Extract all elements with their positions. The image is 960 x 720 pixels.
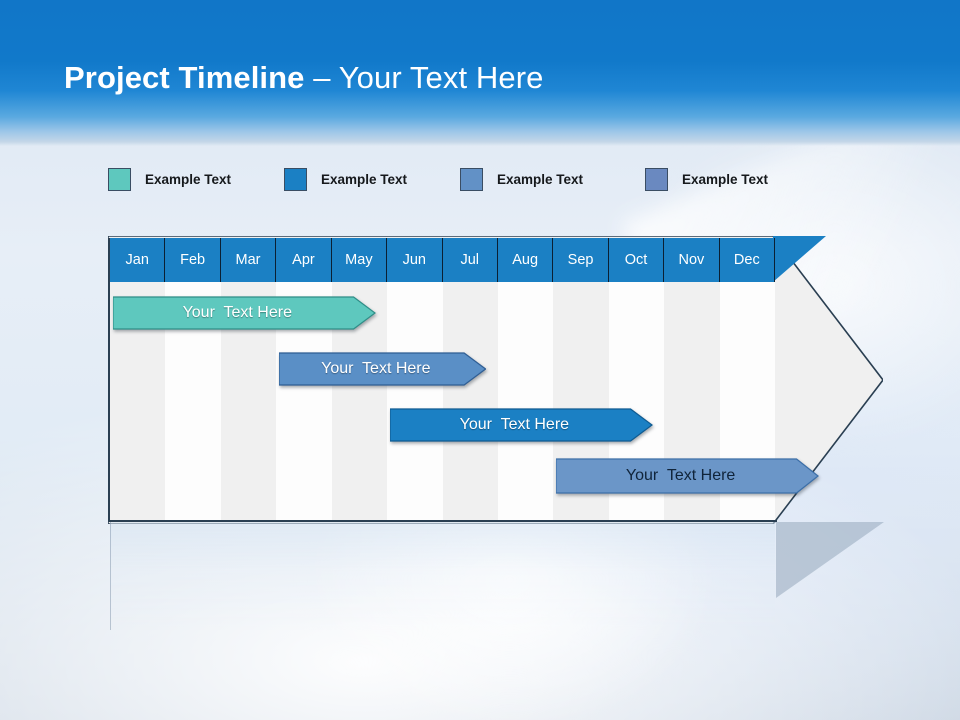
month-header-jul[interactable]: Jul <box>442 238 498 282</box>
legend-label-1: Example Text <box>145 172 232 187</box>
month-header-apr[interactable]: Apr <box>276 238 332 282</box>
month-cell-jun <box>387 282 443 520</box>
month-header-may[interactable]: May <box>331 238 388 282</box>
task-bar-label-3: Your Text Here <box>459 416 570 433</box>
legend-item-2[interactable]: Example Text <box>284 168 407 191</box>
month-column-aug: Aug <box>497 238 554 520</box>
grid-bottom-border <box>108 520 777 522</box>
month-header-mar[interactable]: Mar <box>220 238 277 282</box>
month-header-oct[interactable]: Oct <box>608 238 665 282</box>
task-bar-shape-3 <box>390 408 653 442</box>
slide-reflection <box>110 522 884 630</box>
legend-label-4: Example Text <box>682 172 769 187</box>
task-bar-4[interactable]: Your Text Here <box>556 458 819 494</box>
task-bar-shape-4 <box>556 458 819 494</box>
month-header-nov[interactable]: Nov <box>664 238 720 282</box>
month-header-jan[interactable]: Jan <box>110 238 166 282</box>
task-bar-3[interactable]: Your Text Here <box>390 408 653 442</box>
page-title-bold: Project Timeline <box>64 60 305 95</box>
grid-left-border <box>108 238 110 520</box>
task-bar-shape-2 <box>279 352 487 386</box>
month-column-jan: Jan <box>110 238 166 520</box>
task-bar-shape-1 <box>113 296 376 330</box>
reflection-arrow-edge <box>776 522 884 598</box>
legend-swatch-2 <box>284 168 307 191</box>
month-column-feb: Feb <box>165 238 221 520</box>
month-header-dec[interactable]: Dec <box>719 238 776 282</box>
legend-label-2: Example Text <box>321 172 408 187</box>
task-bar-label-2: Your Text Here <box>321 360 431 377</box>
month-column-jul: Jul <box>442 238 498 520</box>
legend-item-1[interactable]: Example Text <box>108 168 231 191</box>
month-column-jun: Jun <box>387 238 443 520</box>
month-header-aug[interactable]: Aug <box>497 238 554 282</box>
page-title: Project Timeline – Your Text Here <box>64 60 543 96</box>
task-bar-label-1: Your Text Here <box>182 304 292 321</box>
month-header-jun[interactable]: Jun <box>387 238 443 282</box>
legend-swatch-4 <box>645 168 668 191</box>
task-bar-label-4: Your Text Here <box>625 467 736 484</box>
month-header-feb[interactable]: Feb <box>165 238 221 282</box>
month-column-mar: Mar <box>220 238 277 520</box>
month-cell-aug <box>497 282 554 520</box>
legend-swatch-1 <box>108 168 131 191</box>
title-band <box>0 0 960 146</box>
month-header-sep[interactable]: Sep <box>553 238 609 282</box>
page-title-rest: – Your Text Here <box>304 60 544 95</box>
task-bar-1[interactable]: Your Text Here <box>113 296 376 330</box>
legend-item-4[interactable]: Example Text <box>645 168 768 191</box>
legend-label-3: Example Text <box>497 172 584 187</box>
task-bar-2[interactable]: Your Text Here <box>279 352 487 386</box>
legend-swatch-3 <box>460 168 483 191</box>
month-cell-jul <box>442 282 498 520</box>
legend-item-3[interactable]: Example Text <box>460 168 583 191</box>
